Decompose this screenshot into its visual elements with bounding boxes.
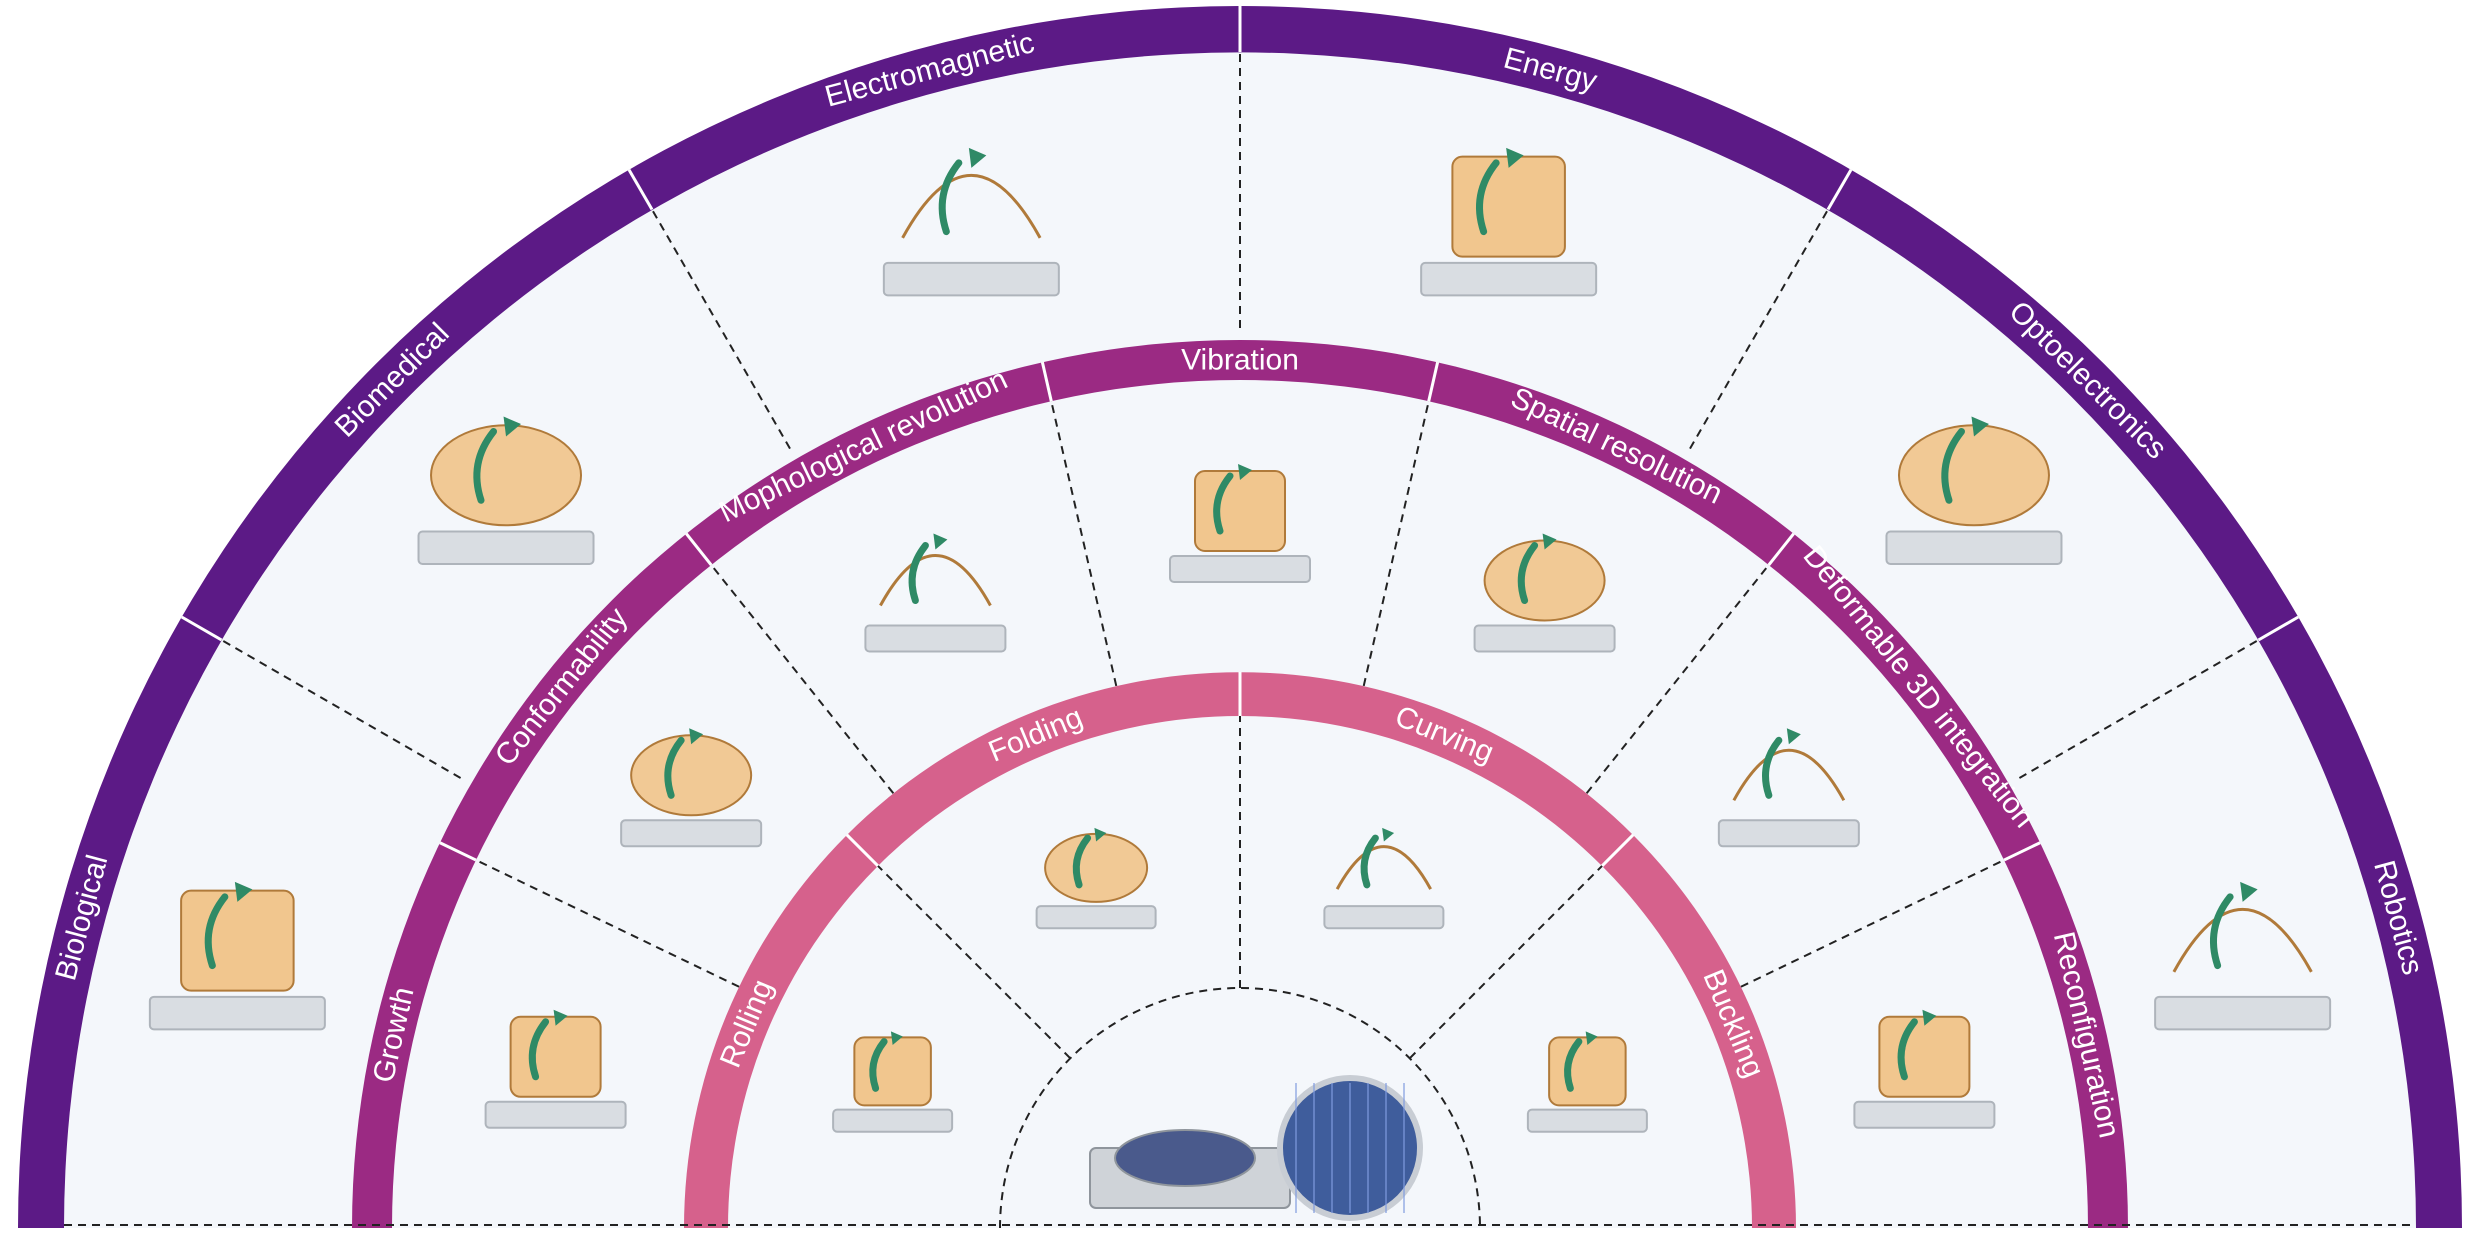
- flower-structure-icon: [620, 728, 763, 848]
- outer-panel-divider: [2018, 639, 2259, 779]
- diagram-background: [64, 52, 2416, 1229]
- inner-panel-divider: [1408, 865, 1603, 1060]
- middle-band-separator: [439, 841, 477, 862]
- center-boundary: [999, 987, 1481, 1229]
- inner-band-separator: [845, 833, 880, 868]
- robotic-crab-icon: [2154, 881, 2332, 1031]
- optoelectronic-mesh-icon: [1885, 416, 2063, 566]
- cube-fold-icon: [1035, 827, 1157, 930]
- magnet-cube-icon: [882, 147, 1060, 297]
- inner-band-separator: [1600, 833, 1635, 868]
- outer-band-separator: [180, 615, 223, 642]
- middle-ring-label-vibration: Vibration: [1181, 344, 1299, 377]
- buckled-flower-icon: [1526, 1031, 1648, 1133]
- vibrating-bridge-icon: [1169, 464, 1311, 583]
- outer-panel-divider: [1689, 209, 1829, 450]
- outer-panel-divider: [651, 209, 791, 450]
- middle-panel-divider: [1585, 564, 1770, 794]
- box-reconfiguration-icon: [1853, 1009, 1996, 1129]
- outer-band-separator: [1826, 168, 1853, 211]
- middle-band-separator: [685, 532, 713, 566]
- rolled-film-icon: [832, 1031, 954, 1133]
- wafer-fabrication-icon: [1089, 1075, 1423, 1221]
- curved-film-icon: [1323, 827, 1445, 930]
- middle-band-separator: [2003, 841, 2041, 862]
- helix-growth-icon: [484, 1009, 627, 1129]
- serpentine-3d-icon: [1717, 728, 1860, 848]
- outer-band-separator: [2257, 615, 2300, 642]
- middle-panel-divider: [475, 859, 740, 988]
- middle-panel-divider: [1740, 859, 2005, 988]
- middle-band-separator: [1767, 532, 1795, 566]
- dome-network-icon: [1473, 533, 1616, 653]
- folded-cube-icon: [1420, 147, 1598, 297]
- outer-band-separator: [627, 168, 654, 211]
- outer-panel-divider: [221, 639, 462, 779]
- inner-panel-divider: [877, 865, 1072, 1060]
- mesh-grid-icon: [864, 533, 1007, 653]
- helical-coil-icon: [417, 416, 595, 566]
- middle-panel-divider: [1050, 401, 1118, 687]
- middle-panel-divider: [710, 564, 895, 794]
- middle-panel-divider: [1362, 401, 1430, 687]
- middle-band-separator: [1040, 361, 1053, 402]
- scaffold-cell-icon: [148, 881, 326, 1031]
- middle-band-separator: [1427, 361, 1440, 402]
